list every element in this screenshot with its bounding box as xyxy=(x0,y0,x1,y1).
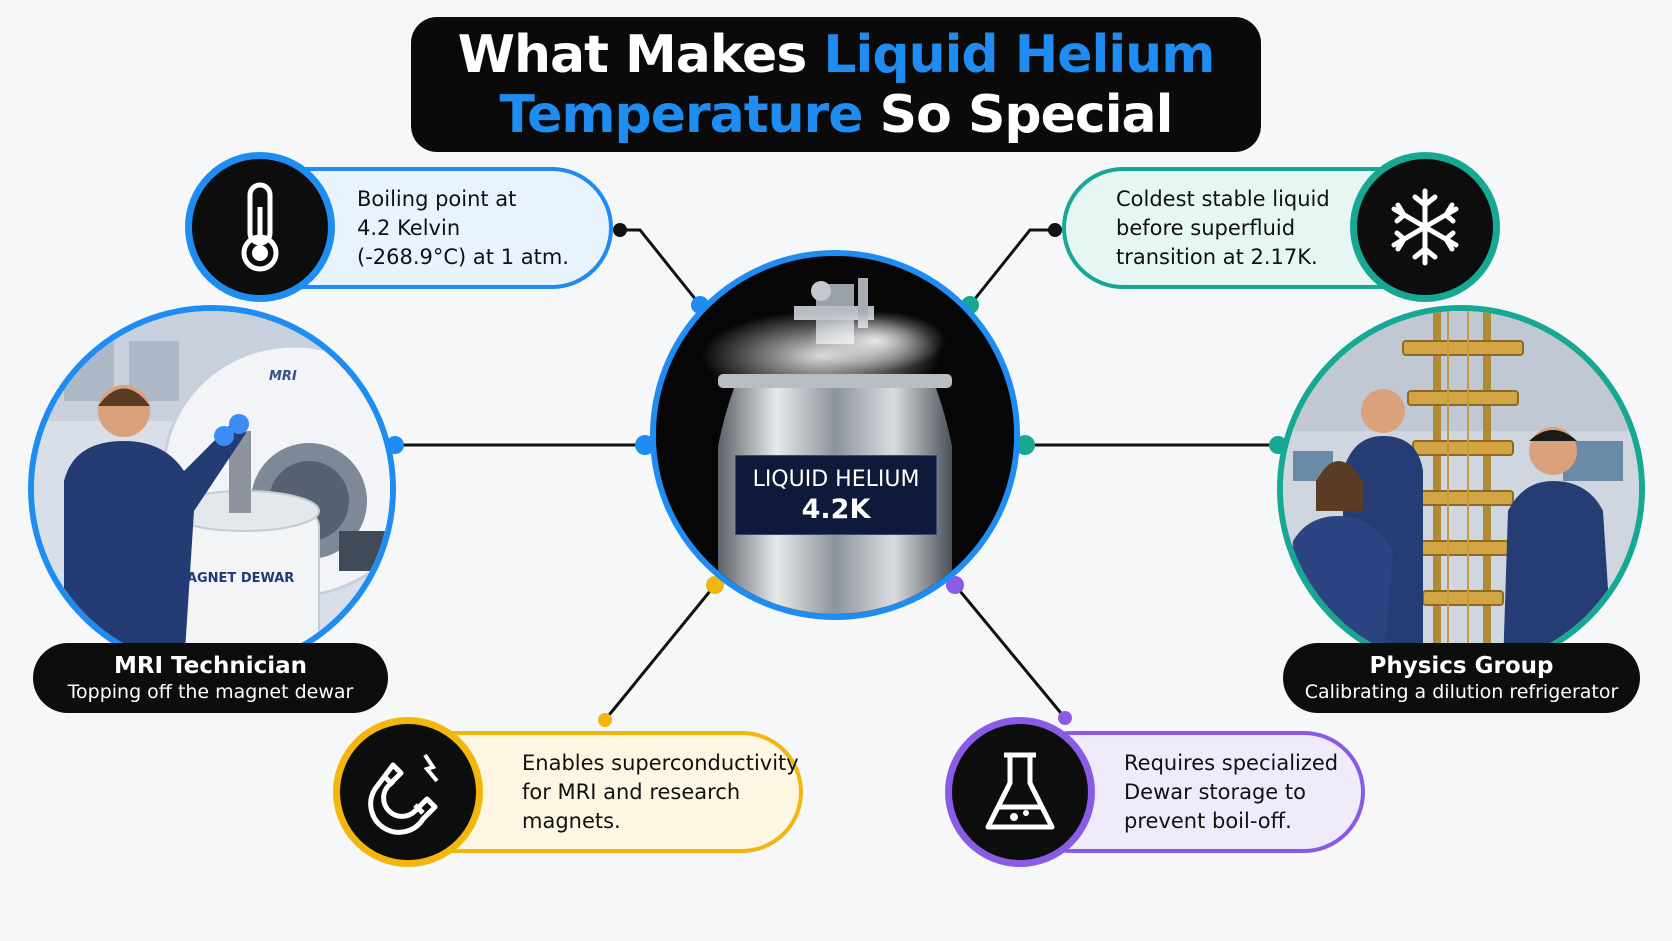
connector-dot xyxy=(598,713,612,727)
connector-coldest xyxy=(968,228,1055,306)
mri-sign: MRI xyxy=(269,369,297,384)
caption-subtitle: Topping off the magnet dewar xyxy=(67,681,354,703)
connector-dot xyxy=(706,576,724,594)
physics-scene-illustration xyxy=(1283,311,1639,667)
connector-dot xyxy=(1015,435,1035,455)
page-title: What Makes Liquid Helium Temperature So … xyxy=(411,17,1261,152)
title-line2-accent: Temperature xyxy=(499,84,864,145)
flask-icon-badge xyxy=(945,717,1095,867)
liquid-helium-label: LIQUID HELIUM 4.2K xyxy=(735,455,937,535)
title-line-1: What Makes Liquid Helium xyxy=(457,24,1216,85)
physics-group-caption: Physics Group Calibrating a dilution ref… xyxy=(1283,643,1640,713)
physics-group-photo xyxy=(1277,305,1645,673)
magnet-icon-badge xyxy=(333,717,483,867)
snowflake-icon xyxy=(1391,188,1459,266)
fact-text: Enables superconductivity for MRI and re… xyxy=(522,750,799,833)
snowflake-icon-badge xyxy=(1350,152,1500,302)
fact-text: Boiling point at 4.2 Kelvin (-268.9°C) a… xyxy=(357,186,569,269)
thermometer-icon xyxy=(241,182,279,272)
title-line-2: Temperature So Special xyxy=(499,84,1174,145)
connector-dot xyxy=(946,576,964,594)
connector-dot xyxy=(613,223,627,237)
mri-technician-caption: MRI Technician Topping off the magnet de… xyxy=(33,643,388,713)
connector-magnet xyxy=(603,584,717,721)
thermometer-icon-badge xyxy=(185,152,335,302)
title-line1-accent: Liquid Helium xyxy=(823,24,1215,85)
tank-label-temperature: 4.2K xyxy=(801,494,871,525)
tank-label-name: LIQUID HELIUM xyxy=(752,467,920,492)
connector-dot xyxy=(1048,223,1062,237)
title-line1-plain: What Makes xyxy=(457,24,824,85)
caption-title: Physics Group xyxy=(1369,653,1554,679)
mri-scene-illustration xyxy=(34,311,390,667)
magnet-dewar-sign: MAGNET DEWAR xyxy=(174,571,295,586)
liquid-helium-tank-photo xyxy=(650,250,1020,620)
connector-boiling xyxy=(620,228,702,306)
title-line2-plain: So Special xyxy=(862,84,1174,145)
flask-icon xyxy=(985,752,1055,830)
fact-text: Requires specialized Dewar storage to pr… xyxy=(1124,750,1339,833)
caption-subtitle: Calibrating a dilution refrigerator xyxy=(1304,681,1619,703)
magnet-icon xyxy=(368,753,439,835)
connector-dewar xyxy=(953,584,1067,719)
caption-title: MRI Technician xyxy=(113,653,308,679)
helium-dewar-illustration xyxy=(656,256,1014,614)
mri-technician-photo: MRI MAGNET DEWAR xyxy=(28,305,396,673)
fact-text: Coldest stable liquid before superfluid … xyxy=(1116,186,1330,269)
connector-dot xyxy=(1058,711,1072,725)
